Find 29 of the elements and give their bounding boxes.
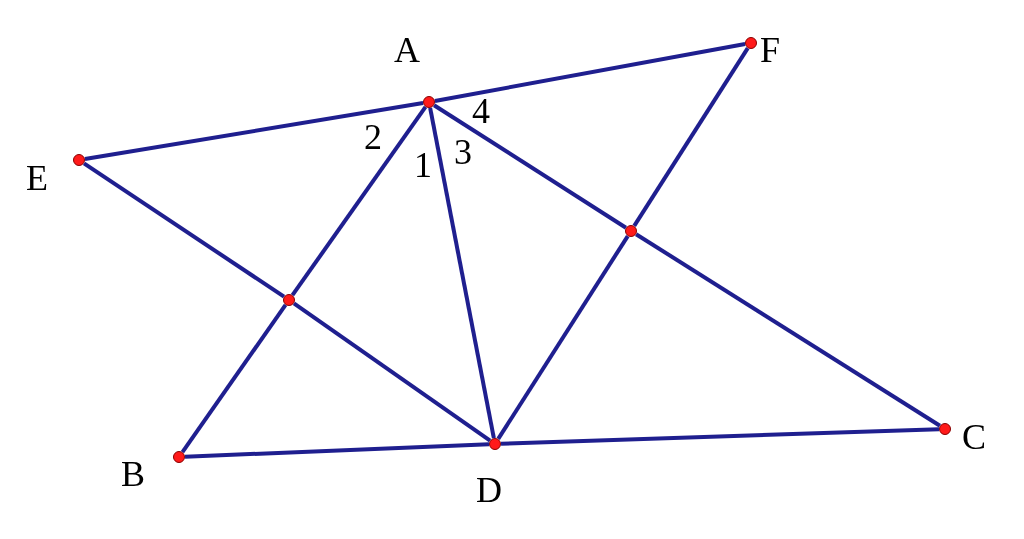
line-segment [180, 303, 288, 454]
angle-number: 3 [454, 134, 472, 170]
point-dot [939, 423, 951, 435]
line-segment [632, 47, 750, 227]
point-dot [173, 451, 185, 463]
angle-number: 2 [364, 119, 382, 155]
point-label: D [476, 472, 502, 508]
angle-number: 1 [414, 147, 432, 183]
point-dot [745, 37, 757, 49]
line-segment [635, 232, 941, 428]
line-segment [496, 235, 630, 440]
line-segment [292, 301, 492, 443]
line-segment [433, 103, 627, 230]
point-dot [489, 438, 501, 450]
point-dot [423, 96, 435, 108]
line-segment [84, 101, 424, 161]
point-label: C [962, 419, 986, 455]
angle-number: 4 [472, 93, 490, 129]
line-segment [82, 161, 286, 299]
point-label: E [26, 160, 48, 196]
point-label: B [121, 456, 145, 492]
line-segment [428, 107, 496, 439]
line-segment [434, 42, 746, 103]
point-dot [73, 154, 85, 166]
point-label: A [394, 32, 420, 68]
point-label: F [760, 32, 781, 68]
line-segment [184, 442, 490, 459]
line-segment [290, 105, 428, 297]
line-segment [500, 427, 940, 446]
